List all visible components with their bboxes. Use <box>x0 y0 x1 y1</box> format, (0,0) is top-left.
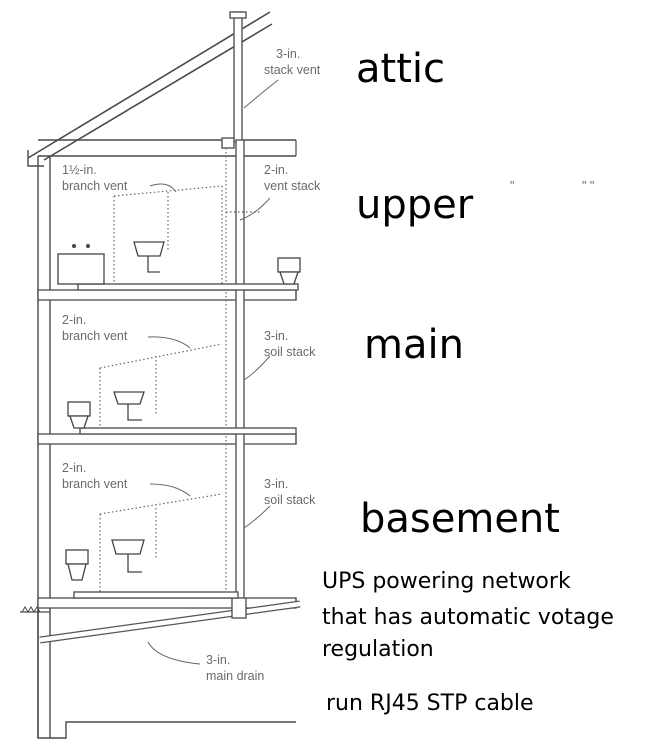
stack-vent-cap <box>229 11 247 19</box>
ups-note-line-1: UPS powering network <box>322 569 571 594</box>
attic-floor <box>38 139 296 157</box>
basement-soil-stack-callout: 3-in. soil stack <box>264 477 316 507</box>
bathtub-icon <box>57 253 105 285</box>
sink-icon <box>111 539 145 555</box>
floor-label-attic: attic <box>356 46 445 92</box>
basement-plumbing <box>65 493 239 599</box>
house-structure <box>20 11 297 739</box>
main-drain-branch <box>79 427 297 435</box>
foundation <box>37 610 296 739</box>
ups-note-line-3: regulation <box>322 637 434 662</box>
toilet-tank-icon <box>65 549 89 565</box>
floor-label-basement: basement <box>360 496 560 542</box>
toilet-bowl-icon <box>67 563 87 581</box>
upper-floor-plumbing <box>57 185 301 291</box>
toilet-bowl-icon <box>279 271 299 285</box>
main-branch-vent-callout: 2-in. branch vent <box>62 313 128 343</box>
main-stack <box>39 11 301 644</box>
toilet-bowl-icon <box>69 415 89 429</box>
toilet-tank-icon <box>67 401 91 417</box>
ups-note-line-2: that has automatic votage <box>322 605 614 630</box>
soil-stack-pipe <box>235 139 245 611</box>
basement-branch-vent-callout: 2-in. branch vent <box>62 461 128 491</box>
sink-icon <box>133 241 165 257</box>
upper-drain-pipe <box>77 283 299 291</box>
main-drain-callout: 3-in. main drain <box>206 653 264 683</box>
floor-label-upper: upper <box>356 182 474 228</box>
stray-mark: " <box>510 179 514 193</box>
roof-line <box>27 11 271 159</box>
upper-branch-vent-callout: 1½-in. branch vent <box>62 163 128 193</box>
main-branch-vent <box>99 343 223 432</box>
grass-icon <box>21 606 41 613</box>
stray-mark: " " <box>582 179 594 193</box>
stack-vent-callout: 3-in. stack vent <box>264 47 321 77</box>
vent-stack-callout: 2-in. vent stack <box>264 163 321 193</box>
main-floor-slab <box>37 433 297 445</box>
exterior-wall <box>37 156 51 738</box>
sink-icon <box>113 391 145 405</box>
basement-drain-branch <box>73 591 239 599</box>
basement-branch-vent <box>99 493 223 594</box>
callout-leaders <box>147 79 279 665</box>
stack-fitting <box>221 137 235 149</box>
cable-note: run RJ45 STP cable <box>326 691 534 716</box>
upper-floor-slab <box>37 289 297 301</box>
main-floor-plumbing <box>67 343 297 435</box>
floor-label-main: main <box>364 322 464 368</box>
toilet-tank-icon <box>277 257 301 273</box>
upper-branch-vent <box>113 185 223 286</box>
cleanout-fitting <box>231 597 247 619</box>
stack-vent-pipe <box>233 11 243 143</box>
main-soil-stack-callout: 3-in. soil stack <box>264 329 316 359</box>
